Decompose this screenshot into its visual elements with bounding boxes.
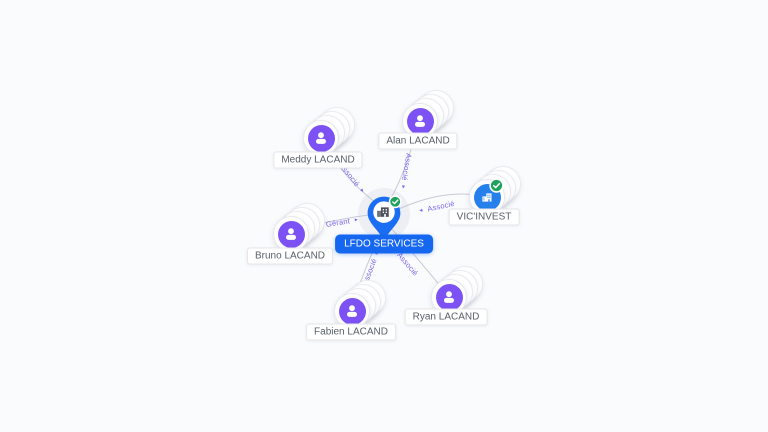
edge-line-vicinvest	[391, 193, 479, 213]
node-label-alan-lacand[interactable]: Alan LACAND	[378, 132, 458, 150]
person-icon	[307, 124, 335, 152]
person-icon	[406, 107, 434, 135]
verified-badge	[489, 178, 504, 193]
node-vicinvest[interactable]	[469, 166, 521, 215]
node-bruno-lacand[interactable]	[273, 203, 325, 252]
node-circle[interactable]	[334, 293, 370, 329]
node-label-ryan-lacand[interactable]: Ryan LACAND	[404, 308, 488, 326]
person-icon	[435, 283, 463, 311]
node-meddy-lacand[interactable]	[303, 107, 355, 156]
check-icon	[489, 178, 504, 193]
building-pin-icon	[377, 207, 389, 217]
center-node-label[interactable]: LFDO SERVICES	[335, 234, 433, 254]
node-alan-lacand[interactable]	[402, 90, 454, 139]
node-circle[interactable]	[273, 216, 309, 252]
person-icon	[338, 297, 366, 325]
center-node-pin[interactable]	[365, 194, 403, 244]
person-icon	[277, 220, 305, 248]
verified-badge	[388, 195, 402, 209]
node-label-vicinvest[interactable]: VIC'INVEST	[448, 208, 520, 226]
node-label-meddy-lacand[interactable]: Meddy LACAND	[273, 151, 363, 169]
edge-arrow-icon: ◂	[418, 207, 424, 214]
node-label-fabien-lacand[interactable]: Fabien LACAND	[306, 323, 396, 341]
check-icon	[392, 199, 399, 205]
node-label-bruno-lacand[interactable]: Bruno LACAND	[246, 247, 334, 265]
node-fabien-lacand[interactable]	[334, 280, 386, 329]
